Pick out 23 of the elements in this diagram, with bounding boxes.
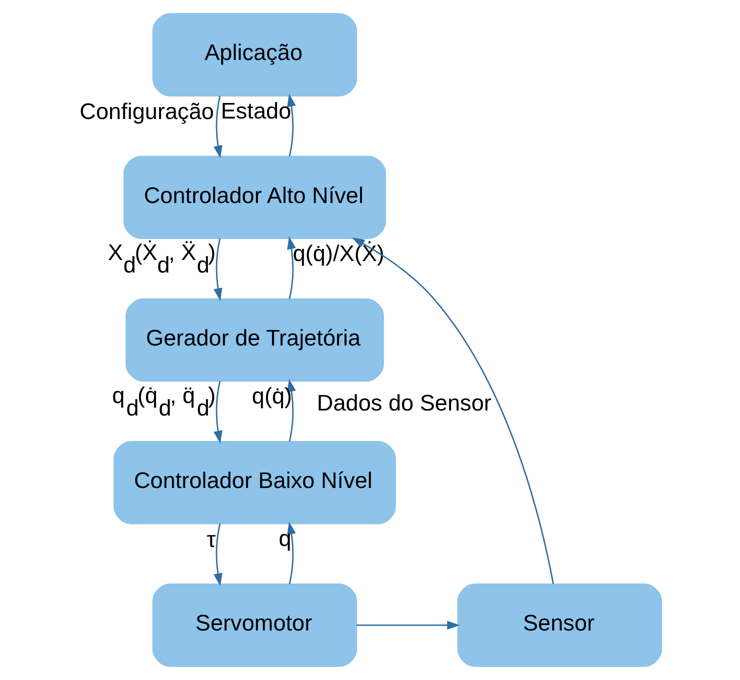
arrow — [213, 238, 222, 301]
edge-label: q(q̇) — [251, 384, 292, 409]
node-box: Servomotor — [152, 584, 357, 667]
node-box: Controlador Alto Nível — [122, 156, 386, 240]
edge-label: Dados do Sensor — [316, 390, 491, 416]
node-box: Controlador Baixo Nível — [113, 440, 396, 524]
edge-label: τ — [206, 526, 216, 552]
arrow — [356, 620, 460, 630]
arrow — [213, 380, 222, 444]
edge-label: Estado — [220, 98, 291, 124]
arrow — [351, 238, 554, 584]
arrow — [286, 379, 296, 442]
edge-label: Configuração — [79, 98, 214, 124]
edge-label: q(q̇)/X(Ẋ) — [292, 241, 384, 266]
node-box: Aplicação — [152, 13, 357, 96]
node-box: Sensor — [456, 584, 662, 667]
node-box: Gerador de Trajetória — [125, 298, 384, 382]
arrow — [213, 524, 222, 586]
edge-label: q — [278, 526, 291, 552]
arrow — [286, 236, 296, 299]
arrow — [286, 94, 296, 156]
arrow — [286, 522, 296, 584]
arrow — [213, 96, 222, 158]
